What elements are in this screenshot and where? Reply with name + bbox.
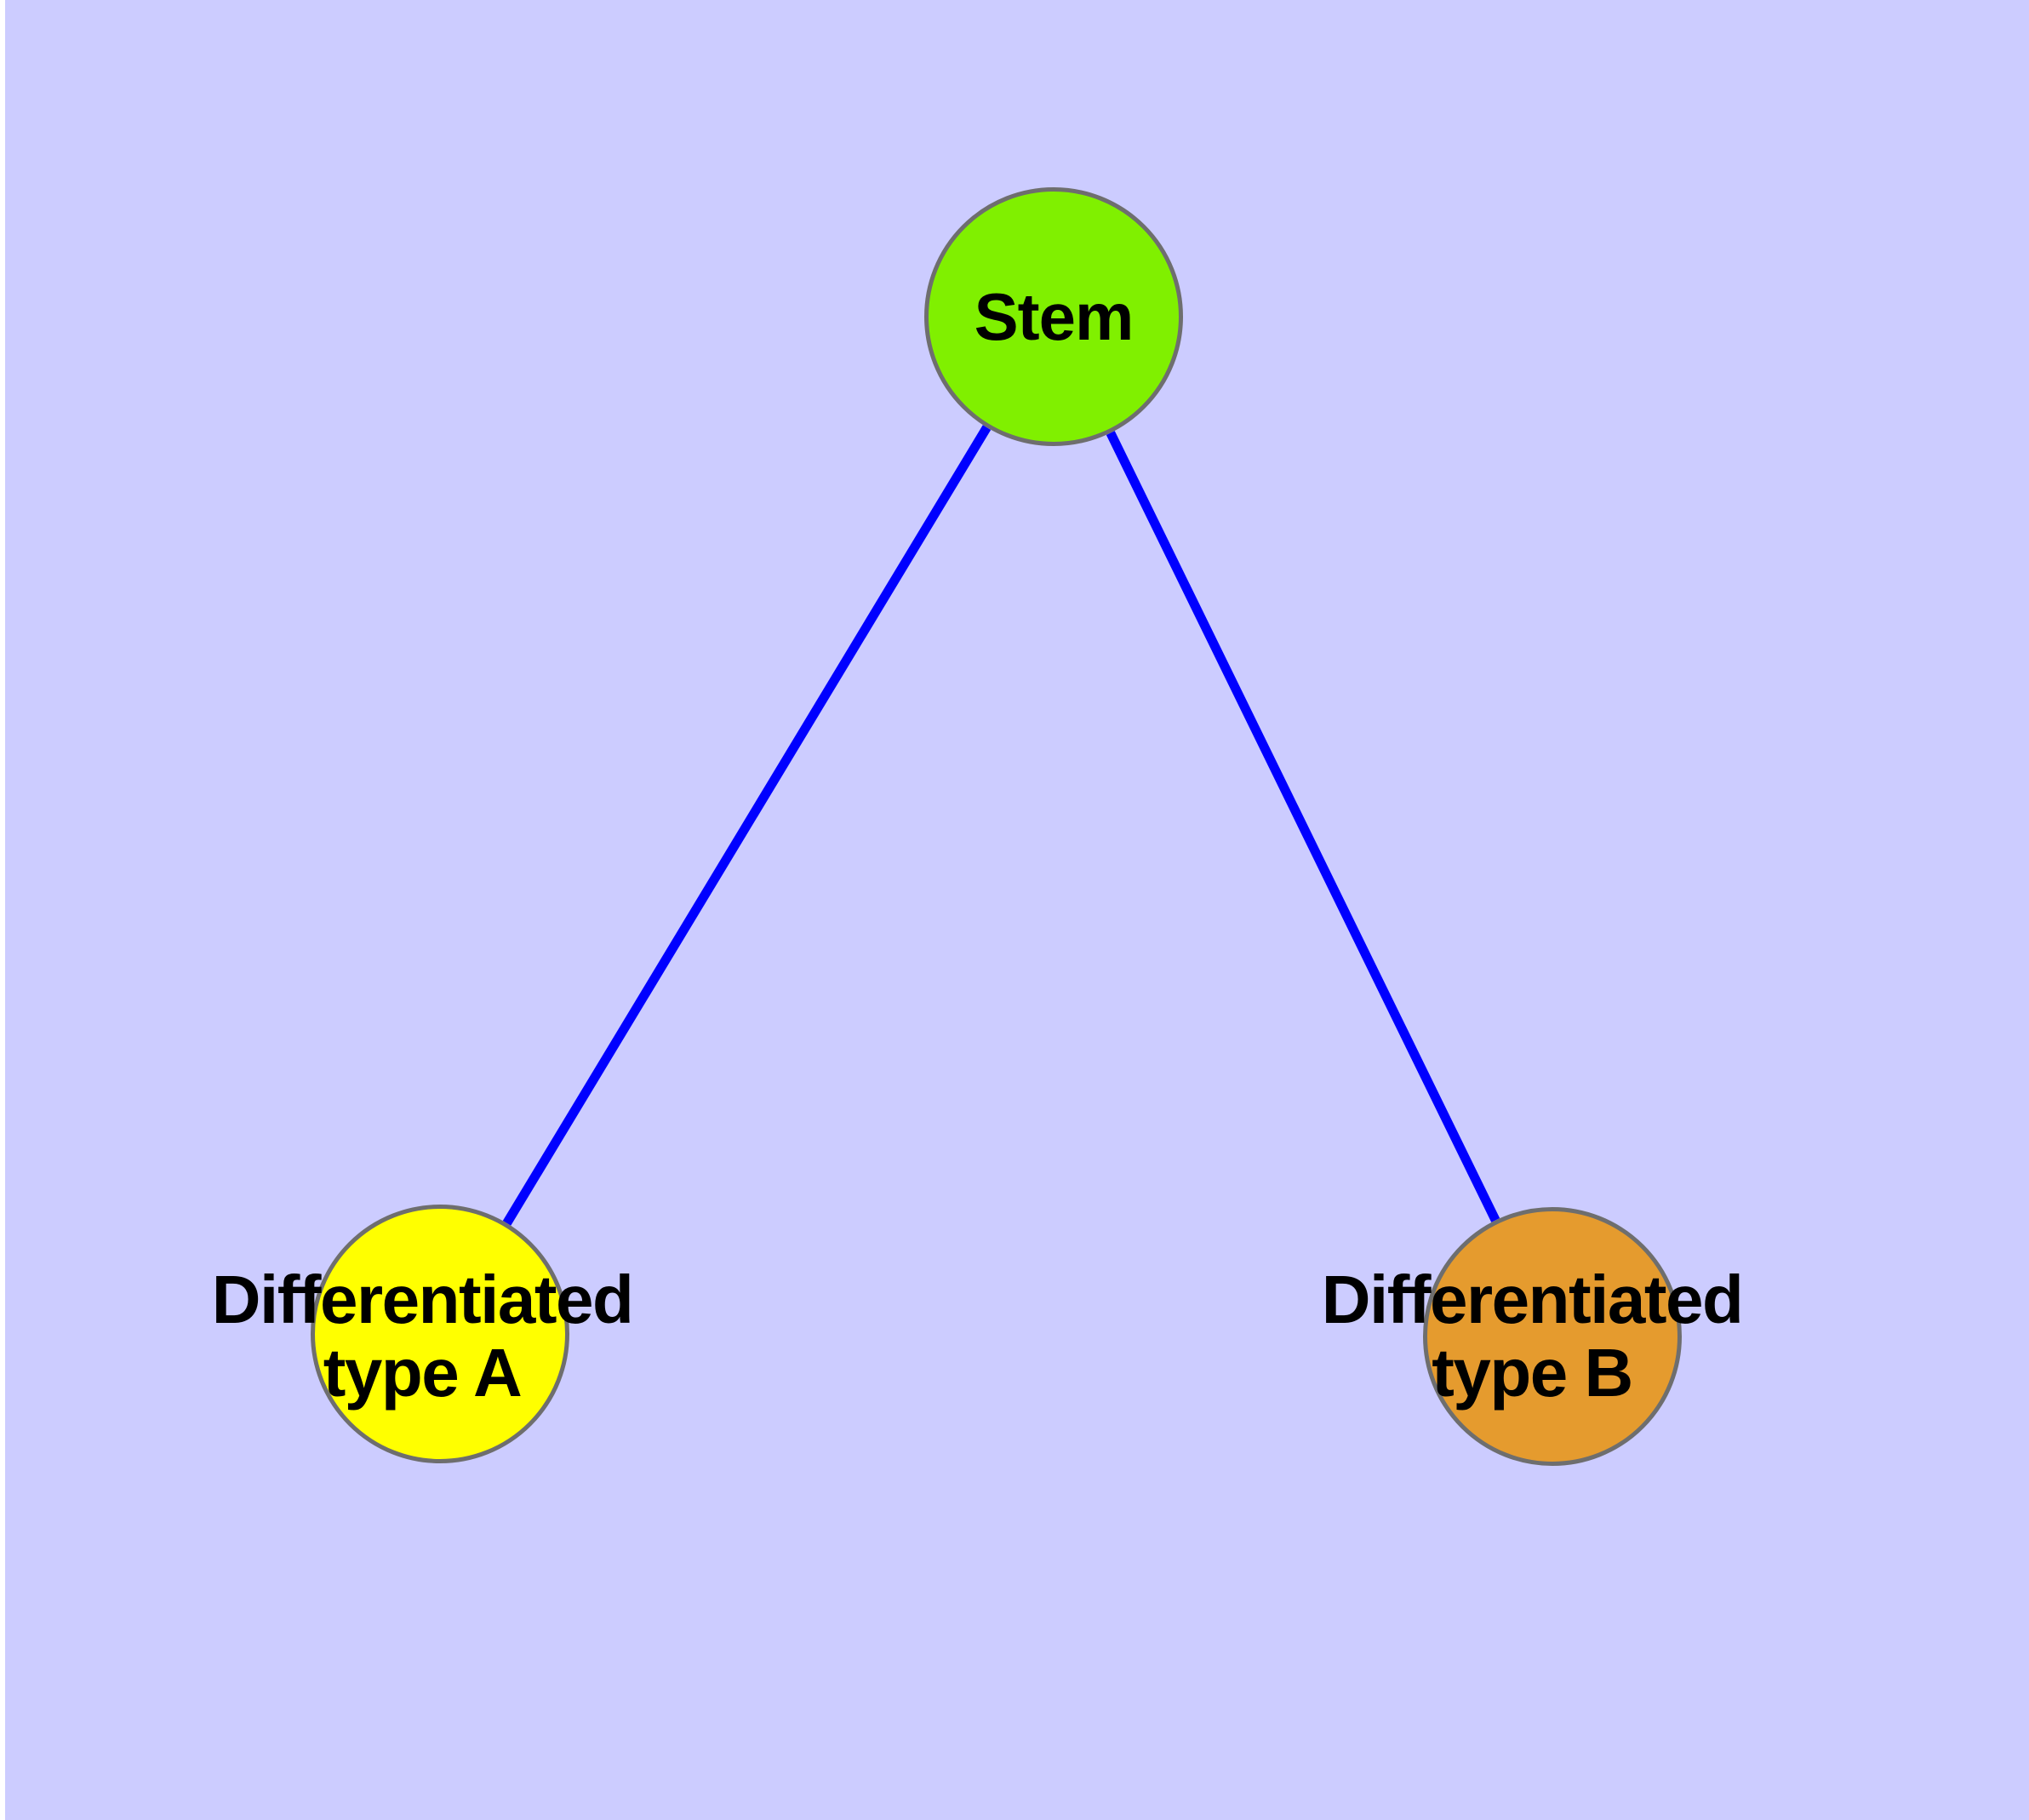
graph-edge [502,425,992,1226]
graph-node-diff_b[interactable] [1423,1207,1682,1466]
edge-layer [502,425,1500,1226]
graph-node-stem[interactable] [924,187,1183,446]
node-layer [311,187,1682,1466]
graph-edge [1106,431,1500,1222]
graph-node-diff_a[interactable] [311,1205,569,1463]
